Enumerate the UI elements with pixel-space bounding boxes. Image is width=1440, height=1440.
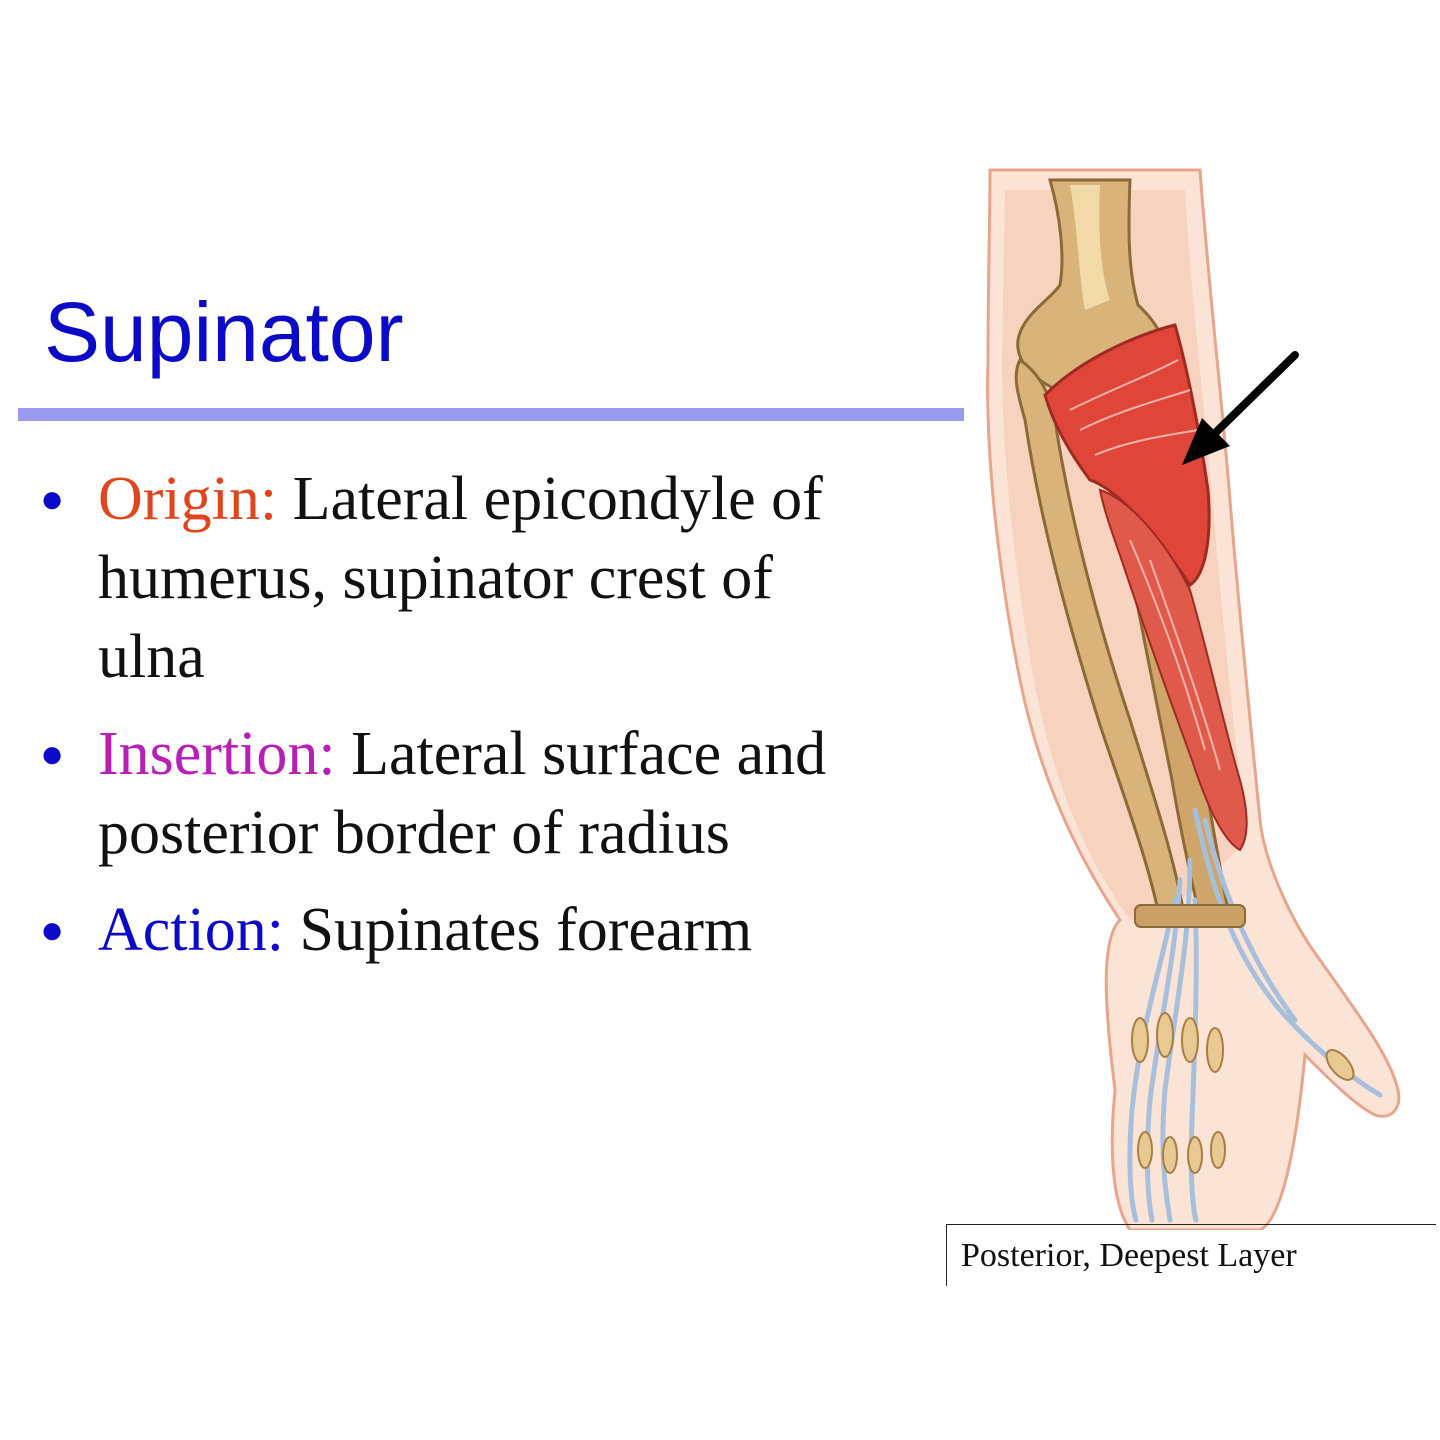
- bullet-dot-icon: ●: [40, 477, 65, 521]
- slide-title: Supinator: [44, 285, 404, 379]
- bullet-insertion: ● Insertion: Lateral surface and posteri…: [40, 715, 840, 873]
- bullet-origin: ● Origin: Lateral epicondyle of humerus,…: [40, 460, 840, 697]
- bullet-dot-icon: ●: [40, 732, 65, 776]
- title-underline: [18, 408, 964, 421]
- humerus-highlight: [1070, 185, 1110, 310]
- supinator-muscle: [1043, 323, 1211, 588]
- figure-caption-box: Posterior, Deepest Layer: [946, 1224, 1436, 1286]
- insertion-label: Insertion:: [98, 720, 336, 788]
- insertion-text: Lateral surface and posterior border of …: [98, 720, 827, 867]
- bullet-action: ● Action: Supinates forearm: [40, 891, 840, 970]
- hand-bones: [1131, 1012, 1355, 1174]
- extensor-muscle: [1098, 488, 1248, 852]
- bullet-list: ● Origin: Lateral epicondyle of humerus,…: [40, 460, 840, 988]
- pointer-arrow-icon: [1182, 351, 1299, 465]
- bullet-dot-icon: ●: [40, 908, 65, 952]
- action-text: Supinates forearm: [283, 896, 753, 964]
- wrist-retinaculum: [1134, 904, 1246, 928]
- forearm-illustration: [986, 168, 1401, 1230]
- action-label: Action:: [98, 896, 284, 964]
- muscle-fibers: [1069, 359, 1221, 771]
- origin-text: Lateral epicondyle of humerus, supinator…: [98, 465, 823, 691]
- figure-caption: Posterior, Deepest Layer: [961, 1237, 1297, 1274]
- origin-label: Origin:: [98, 465, 278, 533]
